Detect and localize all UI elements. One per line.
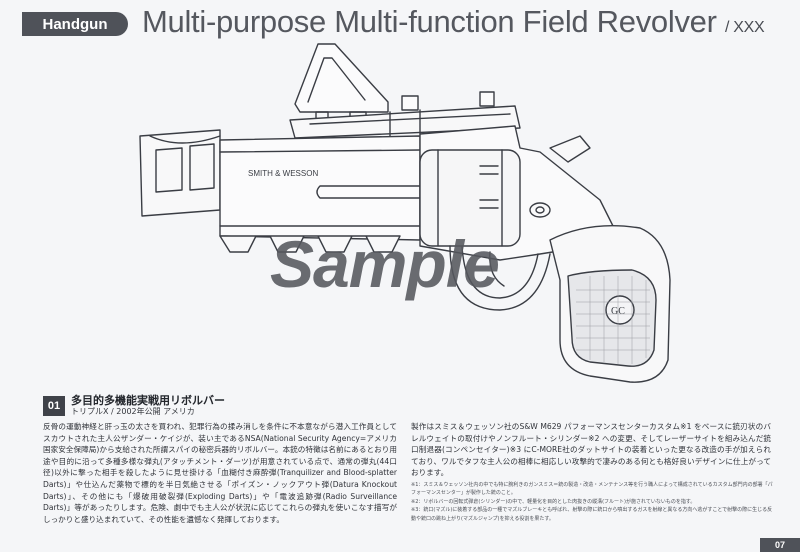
footnote: ※2：リボルバーの回転式弾倉(シリンダー)の中で、軽量化を目的とした肉抜きの縦溝… (411, 498, 696, 505)
revolver-illustration: SMITH & WESSON GC (139, 43, 671, 383)
description-left-text: 反骨の運動神経と肝っ玉の太さを買われ、犯罪行為の揉み消しを条件に不本意ながら潜入… (43, 422, 397, 524)
footnote: ※3：銃口(マズル)に装着する部品の一種でマズルブレーキとも呼ばれ、射撃の際に銃… (411, 507, 773, 522)
footnote: ※1：スミス＆ウェッソン社内の中でも特に腕利きのガンスミス＝銃の製造・改造・メン… (411, 482, 773, 497)
description-left: 反骨の運動神経と肝っ玉の太さを買われ、犯罪行為の揉み消しを条件に不本意ながら潜入… (43, 421, 397, 525)
sample-watermark: Sample (270, 227, 500, 301)
section-number-badge: 01 (43, 396, 65, 416)
page-title: Multi-purpose Multi-function Field Revol… (142, 4, 765, 40)
page-number: 07 (760, 538, 800, 552)
description-right-text: 製作はスミス＆ウェッソン社のS&W M629 パフォーマンスセンターカスタム※1… (411, 422, 771, 478)
section-subtitle: トリプルX / 2002年公開 アメリカ (71, 407, 195, 416)
footnotes: ※1：スミス＆ウェッソン社内の中でも特に腕利きのガンスミス＝銃の製造・改造・メン… (411, 481, 773, 523)
description-right: 製作はスミス＆ウェッソン社のS&W M629 パフォーマンスセンターカスタム※1… (411, 421, 771, 479)
title-main: Multi-purpose Multi-function Field Revol… (142, 4, 717, 39)
title-suffix: / XXX (724, 19, 765, 36)
barrel-engraving: SMITH & WESSON (248, 169, 318, 178)
section-title: 多目的多機能実戦用リボルバー (71, 394, 225, 407)
category-tab: Handgun (22, 12, 128, 36)
grip-logo: GC (611, 306, 625, 317)
